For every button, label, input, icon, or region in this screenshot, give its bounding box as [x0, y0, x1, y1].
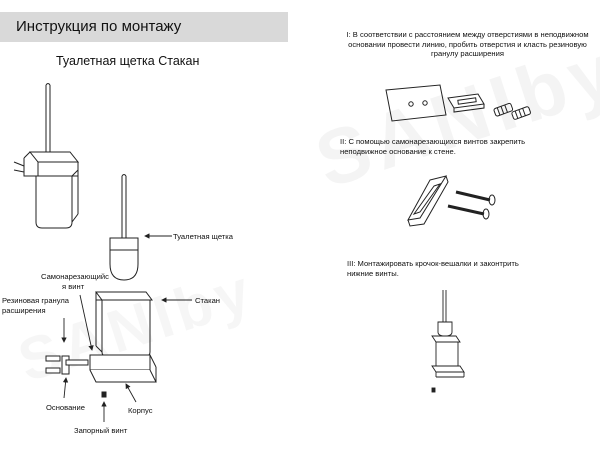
arrow-base [62, 377, 69, 399]
left-arrows [61, 294, 137, 422]
step-2-line-2: неподвижное основание к стене. [340, 146, 456, 156]
step-3-line-2: нижние винты. [347, 268, 399, 278]
label-base: Основание [46, 403, 85, 412]
brush-drawing [109, 174, 139, 281]
label-screw-2: я винт [62, 282, 85, 291]
step-1-line-3: гранулу расширения [431, 49, 504, 59]
label-screw-1: Самонарезающийс [41, 272, 109, 281]
screw-2 [447, 204, 490, 220]
step-2-line-1: II: С помощью самонарезающихся винтов за… [340, 137, 526, 146]
label-body: Корпус [128, 406, 153, 415]
step-1-line-2: основании провести линию, пробить отверс… [348, 39, 587, 49]
step-3-drawing [431, 290, 465, 393]
label-granule-1: Резиновая гранула [2, 296, 70, 305]
header-bar [0, 12, 288, 42]
arrow-screw [79, 294, 94, 351]
label-cup: Стакан [195, 296, 221, 305]
step-1-text: I: В соответствии с расстоянием между от… [340, 30, 595, 59]
step-2-drawing [407, 175, 496, 227]
step-2-text: II: С помощью самонарезающихся винтов за… [340, 137, 595, 156]
page-title: Инструкция по монтажу [16, 18, 182, 35]
step-3-text: III: Монтажировать крочок-вешалки и зако… [347, 259, 597, 278]
cup-drawing [95, 291, 153, 357]
step-1-line-1: I: В соответствии с расстоянием между от… [346, 30, 589, 39]
arrow-body [125, 383, 137, 403]
body-tray-drawing [45, 354, 157, 398]
step-3-line-1: III: Монтажировать крочок-вешалки и зако… [347, 259, 519, 268]
step-1-drawing [385, 84, 531, 122]
label-lock-screw: Запорный винт [74, 426, 128, 435]
label-granule-2: расширения [2, 306, 46, 315]
holder-assembled-drawing [13, 83, 80, 229]
product-subtitle: Туалетная щетка Стакан [56, 54, 200, 68]
label-brush: Туалетная щетка [173, 232, 233, 241]
screw-1 [455, 190, 496, 206]
